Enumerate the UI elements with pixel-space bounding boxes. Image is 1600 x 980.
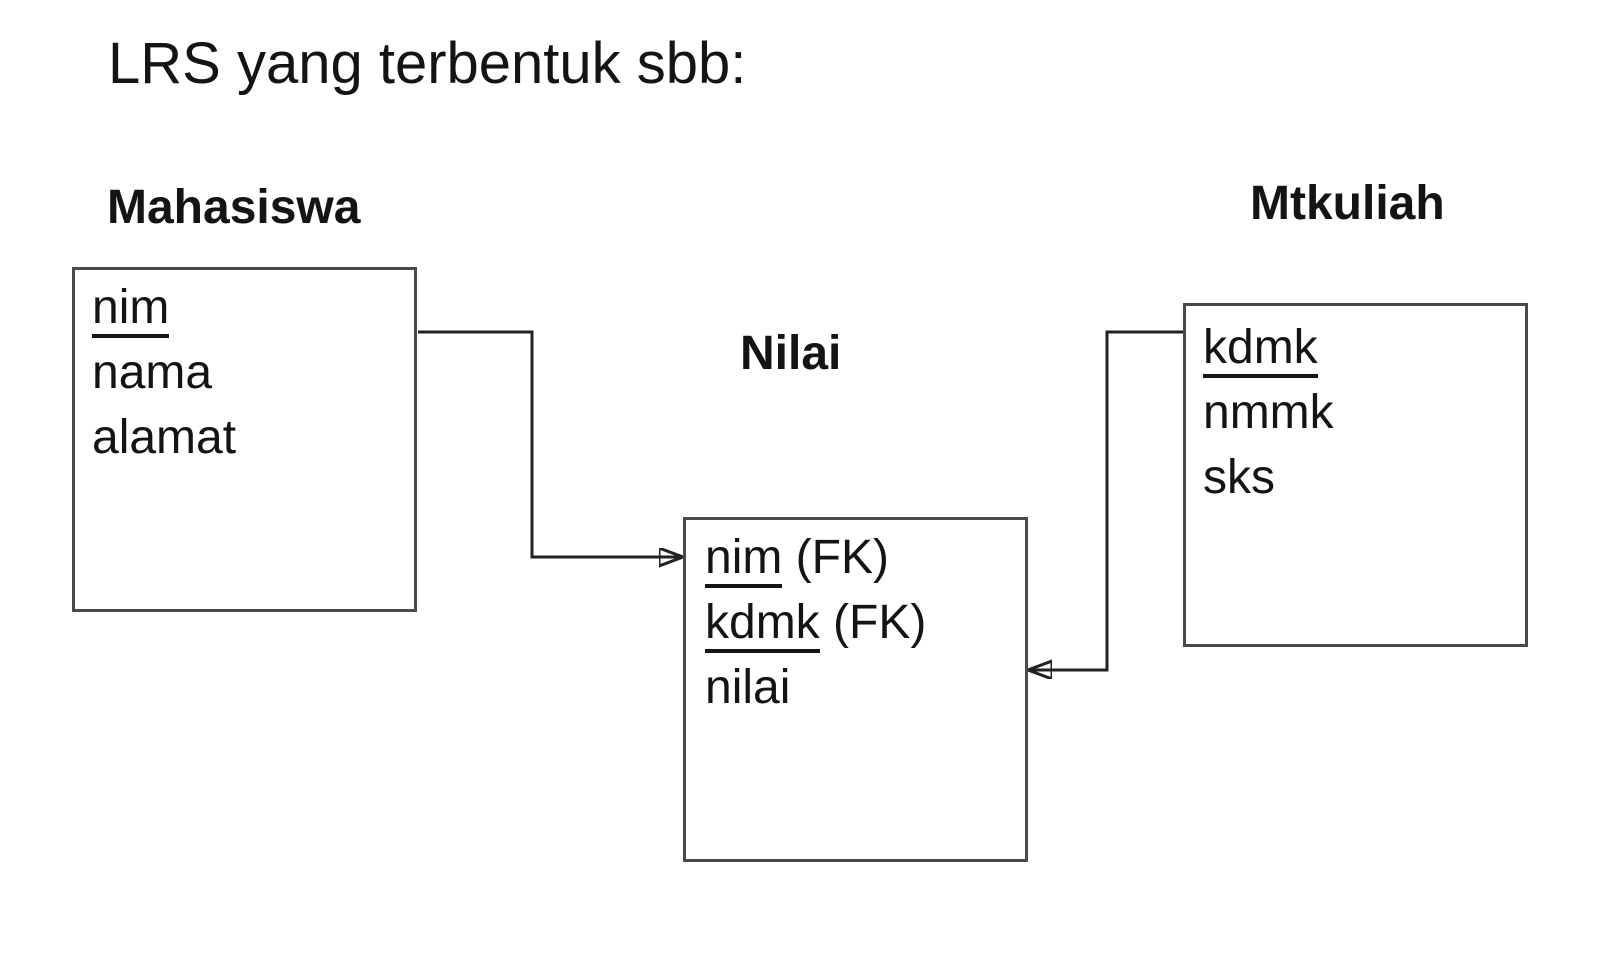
attribute-suffix: (FK) (819, 596, 927, 649)
attribute-row: nim (FK) (705, 525, 926, 590)
entity-box-mtkuliah (1183, 303, 1528, 647)
attribute-name: sks (1203, 451, 1275, 504)
attribute-row: nmmk (1203, 380, 1334, 445)
attribute-row: sks (1203, 445, 1334, 510)
entity-box-mahasiswa (72, 267, 417, 612)
entity-title-nilai: Nilai (740, 327, 842, 380)
attribute-name: kdmk (705, 596, 820, 653)
attribute-name: nama (92, 346, 213, 399)
page-title: LRS yang terbentuk sbb: (108, 31, 747, 96)
attribute-row: alamat (92, 405, 236, 470)
attribute-name: kdmk (1203, 321, 1318, 378)
entity-box-nilai (683, 517, 1028, 862)
attribute-row: kdmk (FK) (705, 590, 926, 655)
connector-mtkuliah-to-nilai (1028, 330, 1183, 670)
attribute-row: nama (92, 340, 236, 405)
connector-mahasiswa-to-nilai (418, 330, 683, 557)
attribute-row: nilai (705, 655, 926, 720)
entity-title-mahasiswa: Mahasiswa (107, 181, 361, 234)
attribute-list-mtkuliah: kdmk nmmk sks (1203, 315, 1334, 510)
entity-title-mtkuliah: Mtkuliah (1250, 177, 1445, 230)
attribute-list-nilai: nim (FK) kdmk (FK) nilai (705, 525, 926, 720)
attribute-name: nim (92, 281, 170, 338)
attribute-name: nilai (705, 661, 791, 714)
attribute-name: alamat (92, 411, 237, 464)
attribute-row: nim (92, 275, 236, 340)
attribute-list-mahasiswa: nim nama alamat (92, 275, 236, 470)
attribute-name: nim (705, 531, 783, 588)
attribute-name: nmmk (1203, 386, 1334, 439)
attribute-suffix: (FK) (782, 531, 889, 584)
attribute-row: kdmk (1203, 315, 1334, 380)
